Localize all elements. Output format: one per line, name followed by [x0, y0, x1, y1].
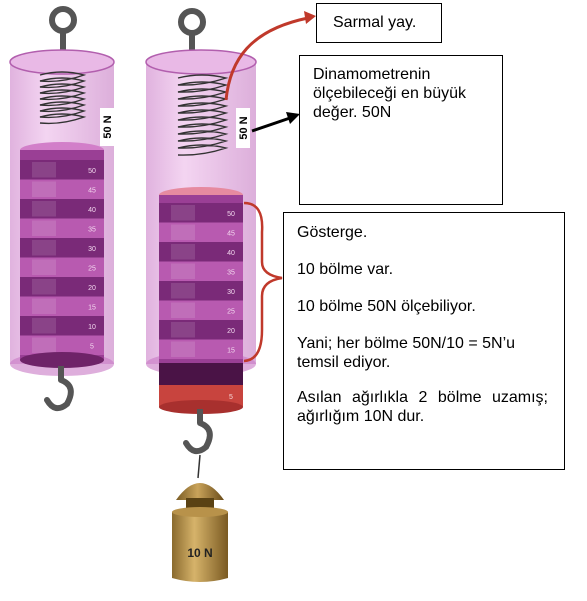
- gauge-line-4: Asılan ağırlıkla 2 bölme uzamış; ağırlığ…: [297, 389, 548, 425]
- right-scale-band-sheen: [171, 244, 195, 260]
- left-dynamometer: 50 N 50 45 40 35 30 25 20 15 10 5: [9, 6, 115, 412]
- right-scale-band: [159, 320, 243, 340]
- right-coil-spring: [177, 74, 229, 156]
- left-scale-band-sheen: [32, 318, 56, 334]
- left-scale-band-sheen: [32, 337, 56, 353]
- left-scale-band: [20, 199, 104, 219]
- coil-callout-text: Sarmal yay.: [333, 14, 417, 31]
- left-scale-tick-label: 10: [88, 324, 96, 331]
- left-scale-cylinder: 50 45 40 35 30 25 20 15 10 5: [20, 142, 104, 368]
- gauge-title: Gösterge.: [297, 224, 368, 241]
- weight-body: [172, 508, 228, 582]
- right-scale-band-sheen: [171, 341, 195, 357]
- left-scale-tick-label: 40: [88, 207, 96, 214]
- max-value-pointer-arrow: [251, 116, 291, 133]
- right-extended-label: 5: [229, 394, 233, 401]
- right-top-ring-icon: [178, 8, 206, 54]
- left-scale-tick-label: 30: [88, 246, 96, 253]
- right-scale-tick-label: 45: [227, 230, 235, 237]
- right-scale-band: [159, 222, 243, 242]
- right-scale-band: [159, 261, 243, 281]
- left-scale-tick-label: 50: [88, 168, 96, 175]
- left-scale-band-sheen: [32, 279, 56, 295]
- right-scale-cylinder: 50 45 40 35 30 25 20 15 5: [159, 187, 243, 414]
- left-scale-band: [20, 257, 104, 277]
- left-scale-band: [20, 277, 104, 297]
- left-capacity-label: 50 N: [102, 115, 114, 138]
- right-scale-band-sheen: [171, 224, 195, 240]
- gauge-line-1: 10 bölme var.: [297, 261, 394, 278]
- left-scale-band: [20, 296, 104, 316]
- max-value-callout-text: Dinamometrenin ölçebileceği en büyük değ…: [313, 66, 466, 121]
- right-scale-tick-label: 35: [227, 269, 235, 276]
- right-scale-band: [159, 281, 243, 301]
- left-top-ring-icon: [49, 6, 77, 52]
- left-scale-tick-label: 25: [88, 265, 96, 272]
- weight-label: 10 N: [187, 546, 212, 560]
- right-extended-band: [159, 363, 243, 385]
- max-value-pointer-arrowhead: [286, 112, 300, 124]
- left-scale-band-sheen: [32, 162, 56, 178]
- right-scale-tick-label: 30: [227, 289, 235, 296]
- right-scale-band: [159, 339, 243, 359]
- right-capacity-plate: [236, 108, 250, 148]
- right-scale-band: [159, 203, 243, 223]
- left-scale-band: [20, 335, 104, 355]
- right-scale-tick-label: 25: [227, 308, 235, 315]
- right-scale-band-sheen: [171, 302, 195, 318]
- left-scale-band-sheen: [32, 240, 56, 256]
- gauge-line-3: Yani; her bölme 50N/10 = 5N’u temsil edi…: [297, 335, 516, 371]
- left-scale-band-sheen: [32, 259, 56, 275]
- left-scale-band: [20, 316, 104, 336]
- coil-pointer-arrowhead: [304, 11, 316, 24]
- right-capacity-label: 50 N: [238, 116, 250, 139]
- max-value-callout: Dinamometrenin ölçebileceği en büyük değ…: [299, 55, 503, 205]
- right-scale-tick-label: 40: [227, 250, 235, 257]
- left-scale-tick-label: 5: [90, 343, 94, 350]
- gauge-line-2: 10 bölme 50N ölçebiliyor.: [297, 298, 476, 315]
- left-coil-spring: [39, 71, 87, 125]
- right-scale-tick-label: 15: [227, 347, 235, 354]
- right-scale-band-sheen: [171, 283, 195, 299]
- coil-pointer-arrow: [224, 16, 309, 101]
- left-scale-band-sheen: [32, 201, 56, 217]
- gauge-brace: [243, 201, 283, 363]
- right-scale-band-sheen: [171, 322, 195, 338]
- right-scale-band-sheen: [171, 263, 195, 279]
- right-scale-band: [159, 242, 243, 262]
- left-capacity-plate: [100, 108, 114, 146]
- left-scale-tick-label: 20: [88, 285, 96, 292]
- right-scale-tick-label: 50: [227, 211, 235, 218]
- left-scale-band-sheen: [32, 181, 56, 197]
- left-scale-band-sheen: [32, 298, 56, 314]
- right-scale-band-sheen: [171, 205, 195, 221]
- right-scale-band: [159, 300, 243, 320]
- right-bottom-hook-icon: [183, 409, 213, 455]
- weight-cap: [176, 483, 224, 500]
- gauge-callout: Gösterge. 10 bölme var. 10 bölme 50N ölç…: [283, 212, 565, 470]
- left-scale-tick-label: 35: [88, 226, 96, 233]
- left-scale-band: [20, 218, 104, 238]
- coil-callout: Sarmal yay.: [316, 3, 442, 43]
- hanging-weight: 10 N: [172, 454, 228, 582]
- left-scale-band-sheen: [32, 220, 56, 236]
- left-scale-band: [20, 160, 104, 180]
- left-bottom-hook-icon: [44, 366, 74, 412]
- weight-string: [197, 454, 201, 479]
- left-scale-tick-label: 45: [88, 187, 96, 194]
- left-scale-band: [20, 238, 104, 258]
- right-dynamometer: 50 N 50 45 40 35 30 25 20 15 5: [145, 8, 257, 455]
- right-scale-tick-label: 20: [227, 328, 235, 335]
- left-scale-band: [20, 179, 104, 199]
- left-scale-tick-label: 15: [88, 304, 96, 311]
